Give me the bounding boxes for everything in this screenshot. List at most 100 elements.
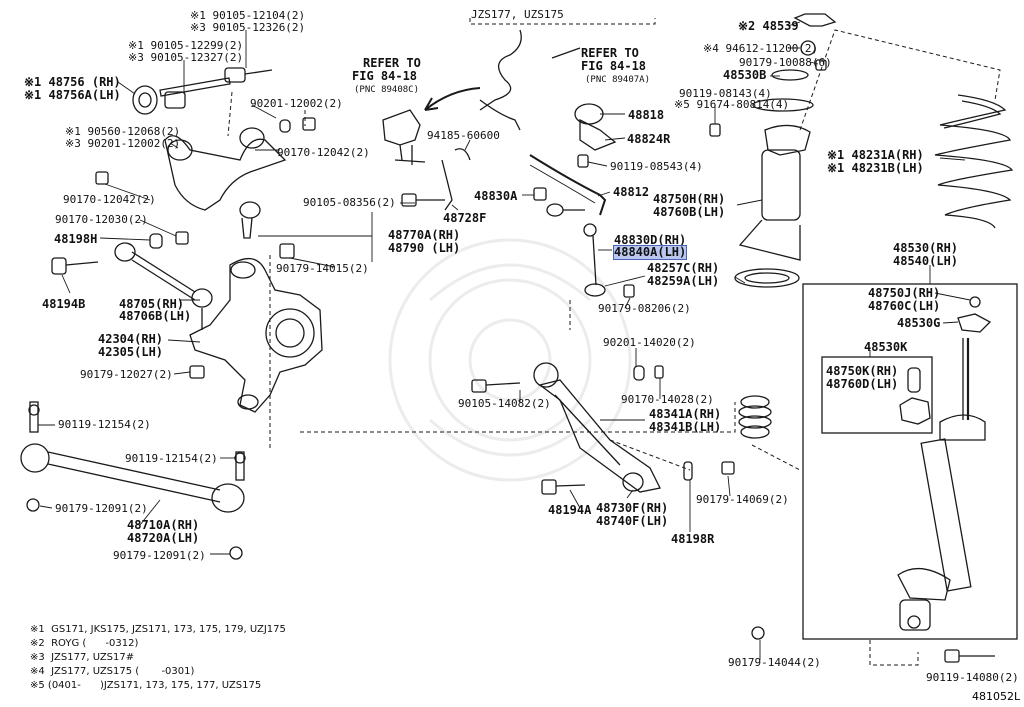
- part-label: 90179-14069(2): [696, 493, 789, 506]
- part-label: 48760C(LH): [868, 299, 941, 313]
- part-label: 94185-60600: [427, 129, 500, 142]
- shock-absorber-box: [802, 283, 1018, 640]
- part-label: 48750J(RH): [868, 286, 941, 300]
- part-label: 90170-14028(2): [621, 393, 714, 406]
- part-label: 48730F(RH): [596, 501, 669, 515]
- air-spring: [734, 124, 811, 288]
- coil-spring: [934, 94, 1014, 229]
- part-label: ※5 91674-80814(4): [674, 98, 790, 111]
- part-label: 90105-08356(2): [303, 196, 396, 209]
- part-label: 48530B: [723, 68, 767, 82]
- part-label: FIG 84-18: [581, 59, 647, 73]
- part-label: 48750K(RH): [826, 364, 899, 378]
- part-label: JZS177, UZS175: [471, 8, 564, 21]
- part-label: 48341B(LH): [649, 420, 722, 434]
- figure-number: 481052L: [972, 690, 1021, 703]
- part-label: 90179-14015(2): [276, 262, 369, 275]
- part-label: 48740F(LH): [596, 514, 669, 528]
- leader-lines: [38, 21, 971, 660]
- part-label: 48790 (LH): [388, 241, 461, 255]
- part-label: 42305(LH): [98, 345, 164, 359]
- part-label: ※1 48231A(RH): [827, 148, 924, 162]
- stabilizer-bar: [529, 103, 635, 298]
- part-label: FIG 84-18: [352, 69, 418, 83]
- part-label: REFER TO: [581, 46, 639, 60]
- part-label: ※1 90105-12299(2): [128, 39, 244, 52]
- part-label: 90179-14044(2): [728, 656, 821, 669]
- part-label: 48257C(RH): [647, 261, 720, 275]
- note-1: ※1 GS171, JKS175, JZS171, 173, 175, 179,…: [30, 624, 286, 635]
- part-label: (PNC 89408C): [354, 85, 420, 95]
- part-label: 48728F: [443, 211, 487, 225]
- part-label: ※1 90105-12104(2): [190, 9, 306, 22]
- part-label: 48770A(RH): [388, 228, 461, 242]
- part-label: ※1 48231B(LH): [827, 161, 924, 175]
- part-label: ※1 48756A(LH): [24, 88, 121, 102]
- part-label: 42304(RH): [98, 332, 164, 346]
- part-label: 48341A(RH): [649, 407, 722, 421]
- stabilizer-bracket: [382, 29, 581, 211]
- note-4: ※4 JZS177, UZS175 ( -0301): [30, 666, 195, 677]
- part-label: 90119-14080(2): [926, 671, 1019, 684]
- part-label: 48830A: [474, 189, 518, 203]
- part-label: 90179-12091(2): [113, 549, 206, 562]
- part-label: ※4 94612-11200(2): [703, 42, 819, 55]
- steering-knuckle: [189, 243, 323, 413]
- bottom-bolts: [751, 626, 995, 663]
- part-label: 48530G: [897, 316, 941, 330]
- part-label: 48194B: [42, 297, 86, 311]
- part-label: 48194A: [548, 503, 592, 517]
- part-label: 90170-12042(2): [277, 146, 370, 159]
- part-label: 48530(RH): [893, 241, 959, 255]
- lower-control-arm: [471, 362, 735, 495]
- note-2: ※2 ROYG ( -0312): [30, 638, 139, 649]
- part-label: 90119-08543(4): [610, 160, 703, 173]
- watermark-emblem: [388, 238, 632, 482]
- upper-arm-bolts: [95, 67, 316, 249]
- part-label: ※3 90105-12327(2): [128, 51, 244, 64]
- part-label: 90179-12091(2): [55, 502, 148, 515]
- applicability-notes: ※1 GS171, JKS175, JZS171, 173, 175, 179,…: [30, 623, 286, 693]
- part-label: 48760B(LH): [653, 205, 726, 219]
- part-label: 48710A(RH): [127, 518, 200, 532]
- part-label: 90201-14020(2): [603, 336, 696, 349]
- part-label: 48705(RH): [119, 297, 185, 311]
- part-label: 48824R: [627, 132, 671, 146]
- part-label: ※1 90560-12068(2): [65, 125, 181, 138]
- part-label: 48750H(RH): [653, 192, 726, 206]
- part-label: 48720A(LH): [127, 531, 200, 545]
- part-label: (PNC 89407A): [585, 75, 651, 85]
- part-label: 48840A(LH): [612, 245, 688, 260]
- part-label: 48259A(LH): [647, 274, 720, 288]
- part-label: 48198R: [671, 532, 715, 546]
- part-label: 48818: [628, 108, 665, 122]
- part-label: 90119-08143(4): [679, 87, 772, 100]
- part-label: ※3 90201-12002(2): [65, 137, 181, 150]
- part-label: 90170-12042(2): [63, 193, 156, 206]
- part-label: 48760D(LH): [826, 377, 899, 391]
- part-label: 90170-12030(2): [55, 213, 148, 226]
- part-label: 48706B(LH): [119, 309, 192, 323]
- part-label: REFER TO: [363, 56, 421, 70]
- bump-stopper: [738, 395, 772, 439]
- part-label: 90201-12002(2): [250, 97, 343, 110]
- part-label: 48198H: [54, 232, 98, 246]
- part-label: 90179-12027(2): [80, 368, 173, 381]
- part-label: 90119-12154(2): [58, 418, 151, 431]
- adjust-link: [51, 242, 213, 330]
- part-label: ※2 48539: [738, 19, 799, 33]
- note-5: ※5 (0401- )JZS171, 173, 175, 177, UZS175: [30, 680, 262, 691]
- part-label: 48830D(RH): [614, 233, 687, 247]
- part-label: 48530K: [864, 340, 908, 354]
- part-label: 90179-10088(6): [739, 56, 832, 69]
- dashed-lines: [227, 18, 1001, 666]
- part-label: 90119-12154(2): [125, 452, 218, 465]
- part-label: 48812: [613, 185, 650, 199]
- note-3: ※3 JZS177, UZS17#: [30, 652, 135, 663]
- part-label: 90105-14082(2): [458, 397, 551, 410]
- part-label: 48540(LH): [893, 254, 959, 268]
- part-label: ※3 90105-12326(2): [190, 21, 306, 34]
- lower-link: [20, 401, 246, 560]
